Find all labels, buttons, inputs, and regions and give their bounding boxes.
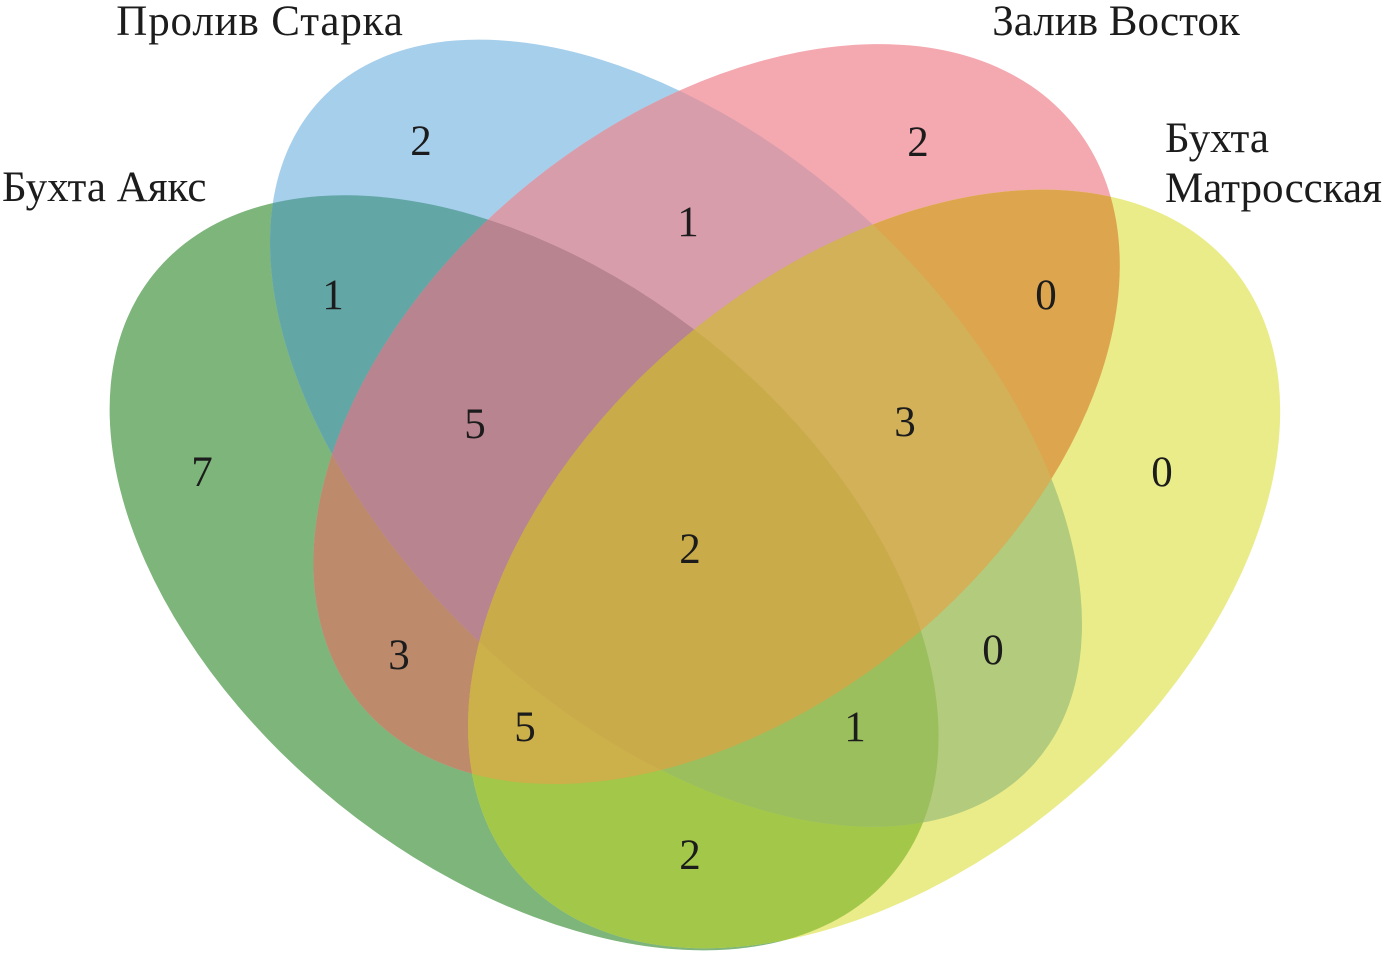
svg-text:0: 0 [1035,272,1057,319]
svg-text:2: 2 [679,526,701,573]
svg-text:Залив Восток: Залив Восток [992,0,1240,45]
svg-text:2: 2 [907,119,929,166]
svg-text:5: 5 [464,401,486,448]
svg-text:1: 1 [844,704,866,751]
svg-text:5: 5 [514,704,536,751]
svg-text:3: 3 [388,632,410,679]
svg-text:Бухта: Бухта [1165,115,1269,162]
svg-text:0: 0 [1151,449,1173,496]
svg-text:Матросская: Матросская [1165,165,1382,212]
svg-text:1: 1 [677,199,699,246]
svg-text:3: 3 [894,399,916,446]
svg-text:Пролив Старка: Пролив Старка [116,0,403,45]
svg-text:7: 7 [191,449,213,496]
svg-text:Бухта Аякс: Бухта Аякс [2,164,206,211]
svg-text:1: 1 [322,272,344,319]
svg-text:2: 2 [679,832,701,879]
svg-text:0: 0 [982,627,1004,674]
svg-text:2: 2 [410,118,432,165]
